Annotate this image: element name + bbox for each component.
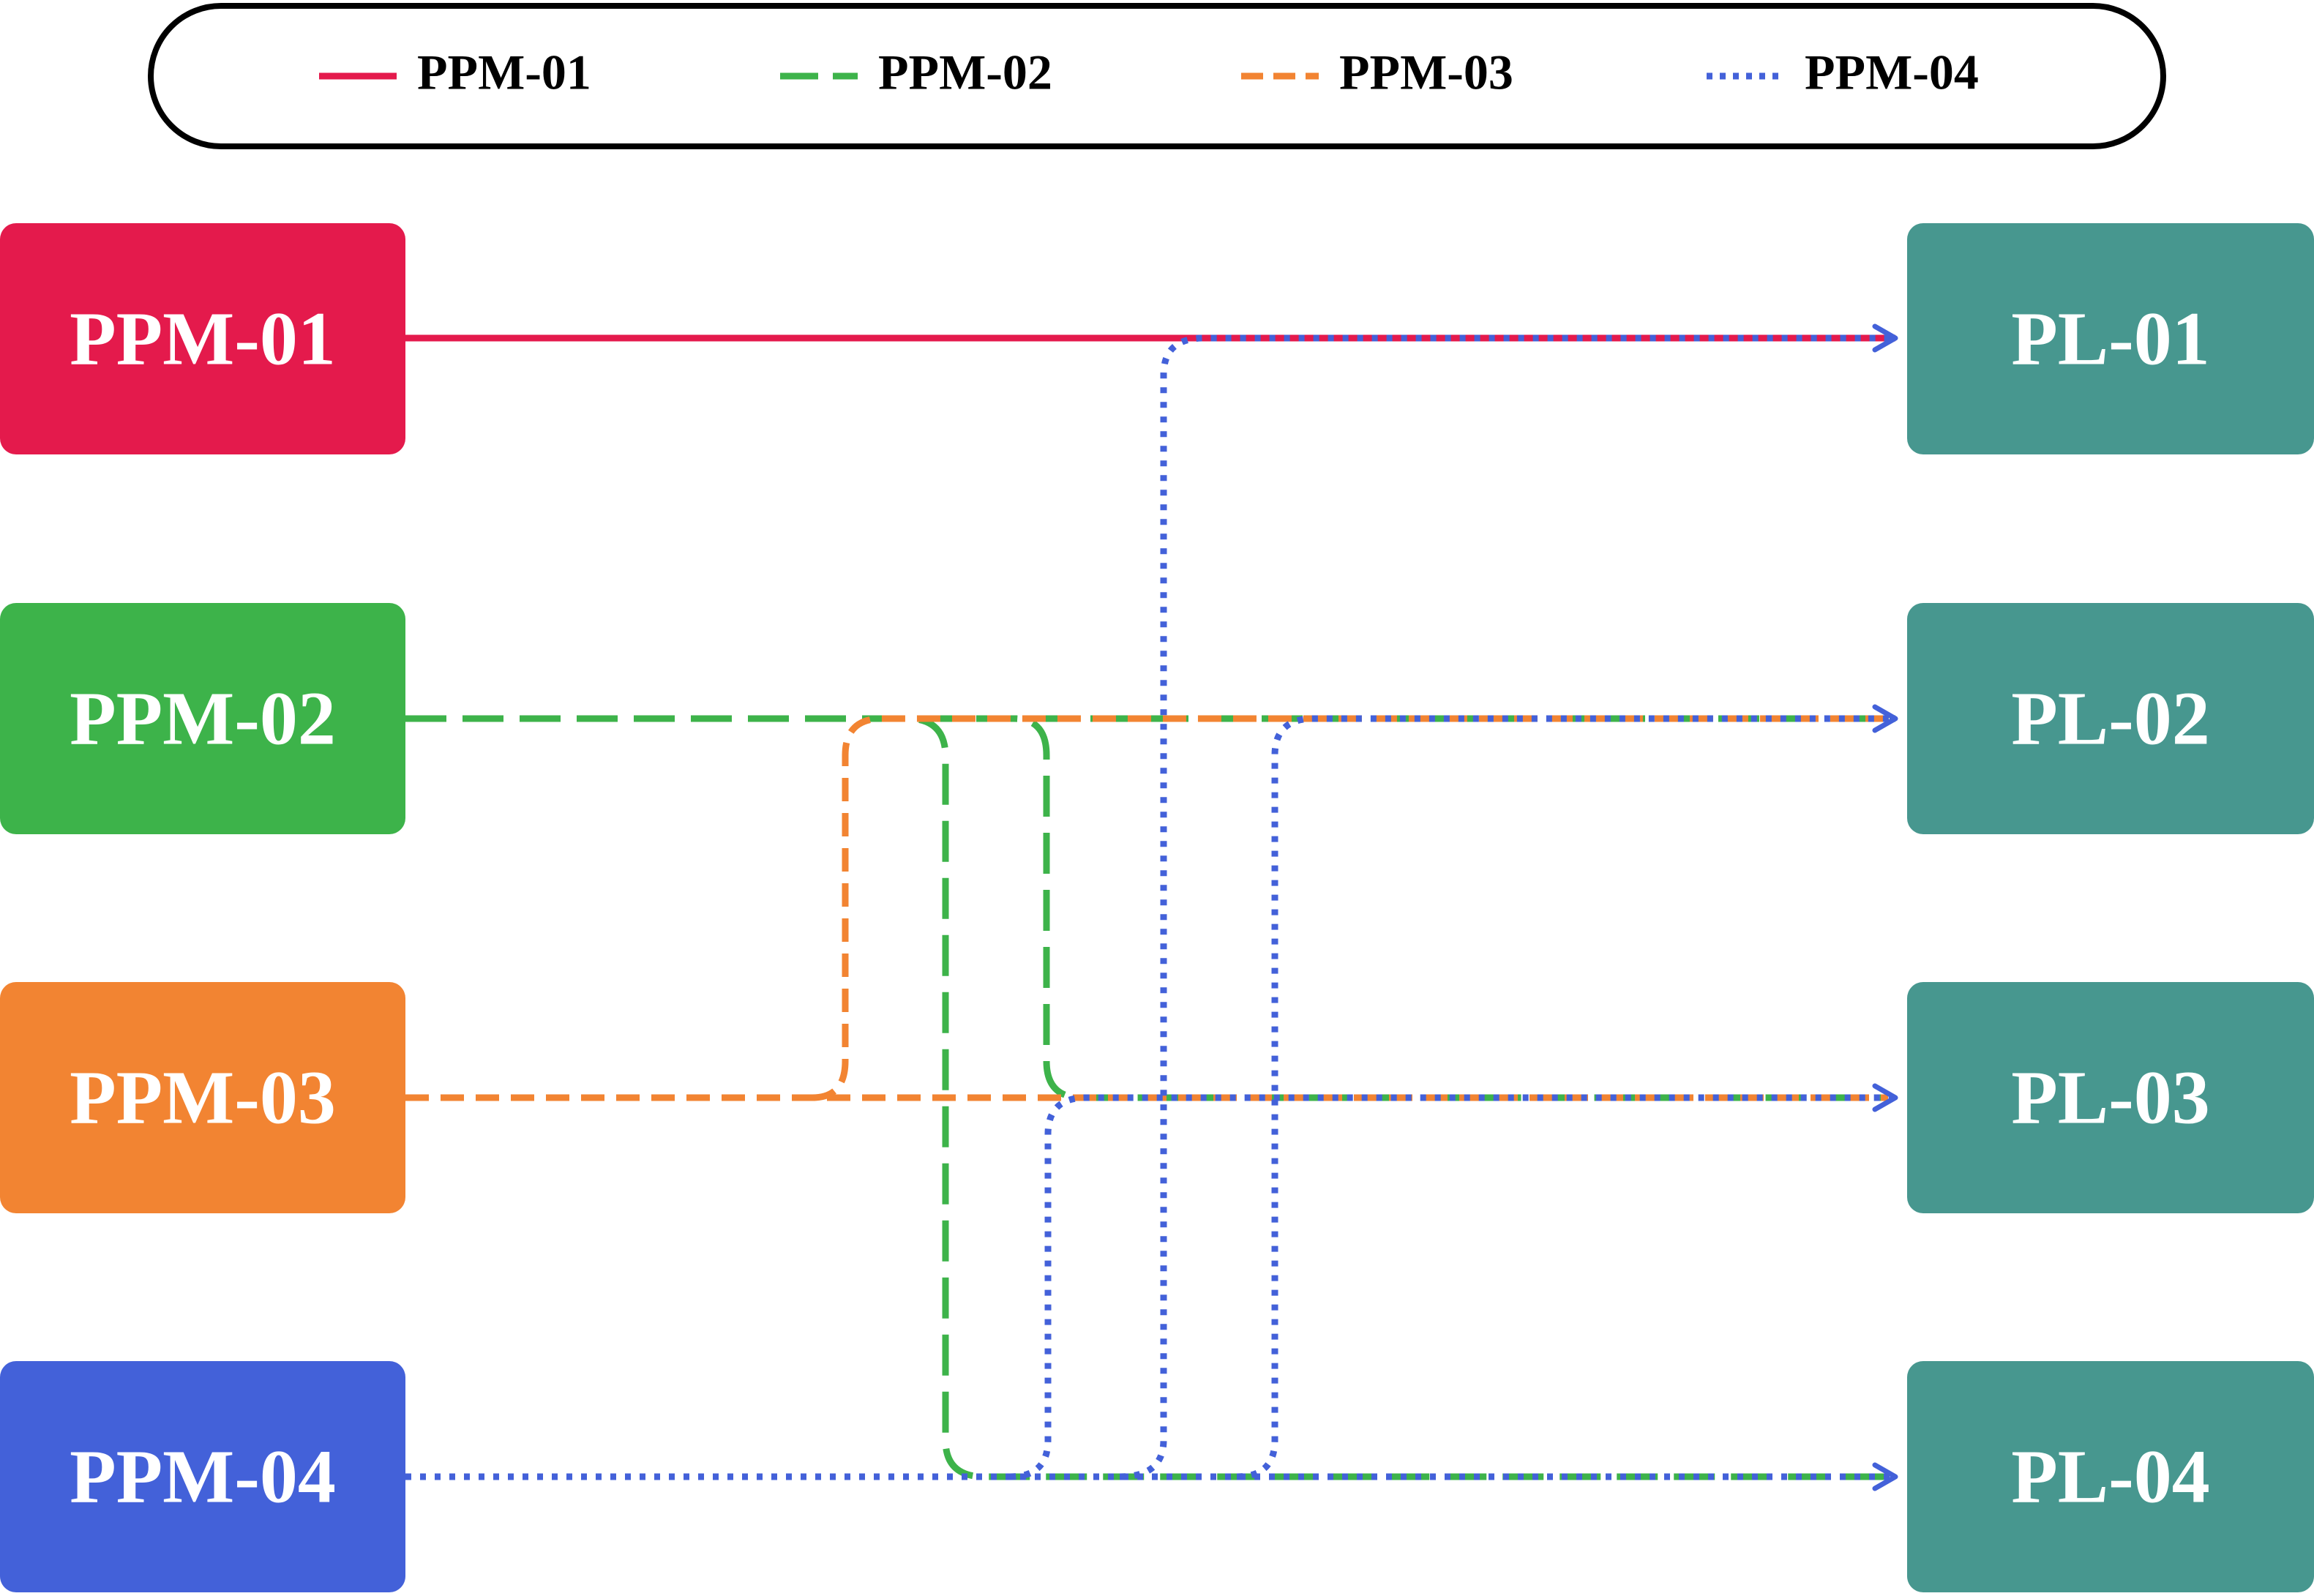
legend-item-ppm-04: PPM-04 — [1707, 45, 1979, 100]
legend-label-ppm-04: PPM-04 — [1805, 45, 1979, 100]
node-ppm-01: PPM-01 — [0, 223, 405, 454]
legend-label-ppm-03: PPM-03 — [1339, 45, 1513, 100]
legend-label-ppm-01: PPM-01 — [417, 45, 591, 100]
edge-ppm-04-pl-03 — [1009, 1083, 1898, 1480]
node-pl-01-label: PL-01 — [2011, 297, 2210, 381]
node-pl-02-label: PL-02 — [2011, 677, 2210, 761]
legend-label-ppm-02: PPM-02 — [878, 45, 1052, 100]
legend-item-ppm-03: PPM-03 — [1241, 45, 1513, 100]
node-ppm-02-box — [0, 603, 405, 834]
node-ppm-04-box — [0, 1361, 405, 1592]
node-pl-01-box — [1907, 223, 2314, 454]
legend-item-ppm-02: PPM-02 — [780, 45, 1052, 100]
legend: PPM-01 PPM-02 PPM-03 PPM-04 — [148, 3, 2166, 149]
node-pl-03-box — [1907, 982, 2314, 1213]
edge-ppm-04-pl-01 — [1119, 323, 1898, 1480]
node-pl-04: PL-04 — [1907, 1361, 2314, 1592]
node-ppm-03: PPM-03 — [0, 982, 405, 1213]
node-pl-04-label: PL-04 — [2011, 1435, 2210, 1519]
node-pl-01: PL-01 — [1907, 223, 2314, 454]
node-pl-03: PL-03 — [1907, 982, 2314, 1213]
node-pl-02-box — [1907, 603, 2314, 834]
edges — [405, 323, 1898, 1491]
node-ppm-03-label: PPM-03 — [70, 1056, 336, 1140]
node-ppm-02: PPM-02 — [0, 603, 405, 834]
node-ppm-04: PPM-04 — [0, 1361, 405, 1592]
target-nodes: PL-01 PL-02 PL-03 PL-04 — [1907, 223, 2314, 1592]
edge-ppm-04-pl-02 — [1236, 704, 1898, 1480]
node-ppm-03-box — [0, 982, 405, 1213]
node-pl-02: PL-02 — [1907, 603, 2314, 834]
node-ppm-01-box — [0, 223, 405, 454]
node-pl-04-box — [1907, 1361, 2314, 1592]
legend-frame — [148, 3, 2166, 149]
node-ppm-04-label: PPM-04 — [70, 1435, 336, 1519]
source-nodes: PPM-01 PPM-02 PPM-03 PPM-04 — [0, 223, 405, 1592]
edge-ppm-02-pl-03 — [405, 715, 1888, 1101]
node-ppm-02-label: PPM-02 — [70, 677, 336, 761]
node-pl-03-label: PL-03 — [2011, 1056, 2210, 1140]
edge-ppm-03-pl-02 — [812, 715, 1895, 1101]
legend-item-ppm-01: PPM-01 — [319, 45, 591, 100]
node-ppm-01-label: PPM-01 — [70, 297, 336, 381]
